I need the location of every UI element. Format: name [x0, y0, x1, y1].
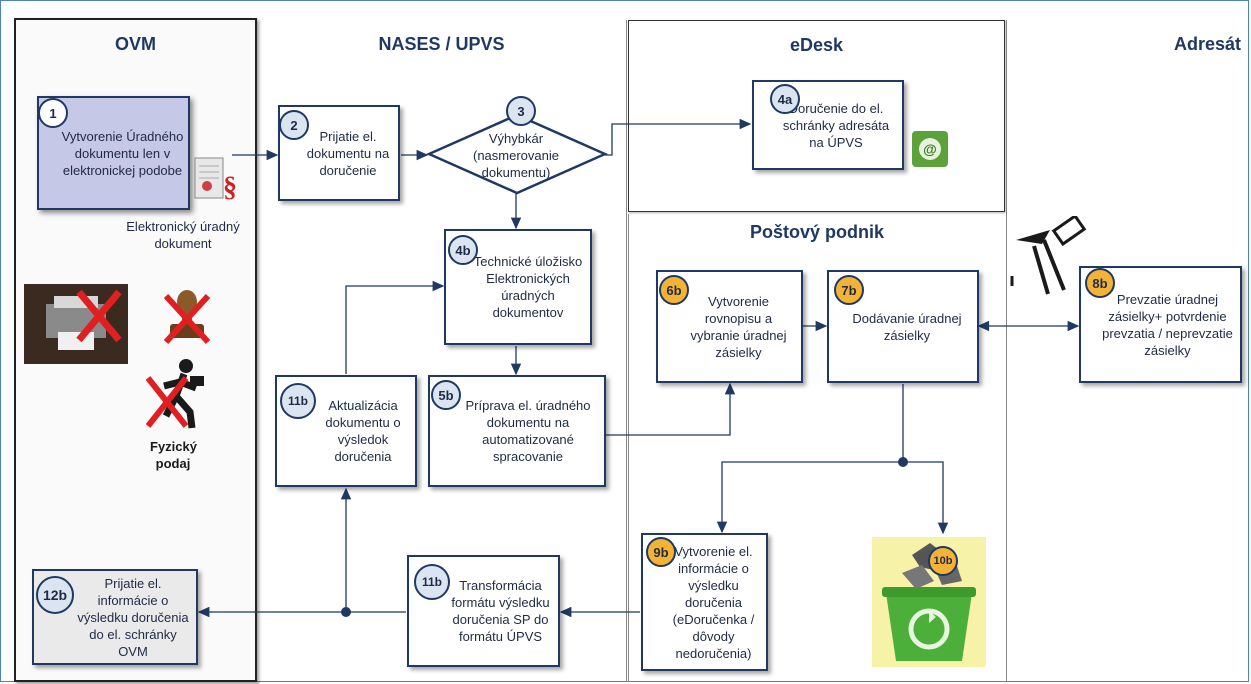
- printer-icon: [24, 284, 128, 364]
- lane-title-ovm: OVM: [114, 34, 156, 54]
- paragraph-symbol: §: [223, 172, 237, 203]
- step-12b-text: Prijatie el. informácie o výsledku doruč…: [77, 575, 189, 659]
- step-9b-badge: 9b: [646, 537, 676, 567]
- step-6b-text: Vytvorenie rovnopisu a vybranie úradnej …: [690, 293, 787, 360]
- step-6b-badge: 6b: [659, 275, 689, 305]
- step-1-text: Vytvorenie Úradného dokumentu len v elek…: [61, 128, 184, 178]
- physical-submission-label: Fyzický podaj: [150, 439, 197, 471]
- lane-title-edesk: eDesk: [789, 35, 844, 55]
- step-10b-badge: 10b: [928, 546, 958, 576]
- step-8b-badge: 8b: [1085, 268, 1115, 298]
- lane-title-adresat: Adresát: [1173, 34, 1241, 54]
- lane-title-postovy: Poštový podnik: [749, 222, 884, 242]
- electronic-doc-label: Elektronický úradný dokument: [126, 219, 240, 251]
- step-4b-text: Technické úložisko Elektronických úradný…: [473, 254, 583, 320]
- step-9b-text: Vytvorenie el. informácie o výsledku dor…: [672, 543, 755, 661]
- step-7b-text: Dodávanie úradnej zásielky: [852, 310, 962, 343]
- stamp-icon: [162, 286, 212, 346]
- runner-icon: [145, 356, 210, 432]
- lane-edesk: eDesk: [628, 20, 1005, 212]
- lane-nases: NASES / UPVS: [257, 20, 627, 682]
- mail-hand-icon: [1010, 213, 1088, 298]
- step-4a-text: Doručenie do el. schránky adresáta na ÚP…: [782, 100, 890, 150]
- step-2-badge: 2: [279, 110, 309, 140]
- step-11b-update-badge: 11b: [280, 383, 316, 419]
- step-2-box: Prijatie el. dokumentu na doručenie: [278, 105, 400, 201]
- step-5b-text: Príprava el. úradného dokumentu na autom…: [465, 398, 591, 464]
- edesk-icon: @: [912, 131, 948, 167]
- lane-adresat: Adresát: [1006, 20, 1249, 682]
- step-8b-text: Prevzatie úradnej zásielky+ potvrdenie p…: [1102, 291, 1233, 358]
- step-6b-box: Vytvorenie rovnopisu a vybranie úradnej …: [656, 270, 803, 383]
- step-4b-badge: 4b: [448, 235, 478, 265]
- step-8b-box: Prevzatie úradnej zásielky+ potvrdenie p…: [1079, 266, 1242, 383]
- step-11b-transform-text: Transformácia formátu výsledku doručenia…: [451, 578, 550, 644]
- step-3-diamond: [426, 113, 608, 195]
- lane-title-nases: NASES / UPVS: [378, 34, 505, 54]
- svg-text:@: @: [923, 141, 937, 157]
- step-11b-update-text: Aktualizácia dokumentu o výsledok doruče…: [325, 398, 401, 464]
- step-11b-transform-box: Transformácia formátu výsledku doručenia…: [407, 555, 560, 667]
- step-7b-badge: 7b: [834, 275, 864, 305]
- document-icon: §: [193, 156, 245, 206]
- step-1-badge: 1: [38, 98, 68, 128]
- step-3-text: Výhybkár (nasmerovanie dokumentu): [473, 131, 559, 180]
- step-4a-badge: 4a: [770, 84, 800, 114]
- step-3-badge: 3: [506, 96, 536, 126]
- step-5b-badge: 5b: [431, 380, 461, 410]
- step-2-text: Prijatie el. dokumentu na doručenie: [306, 128, 390, 178]
- step-11b-transform-badge: 11b: [414, 564, 450, 600]
- step-9b-box: Vytvorenie el. informácie o výsledku dor…: [641, 533, 768, 671]
- step-12b-badge: 12b: [36, 576, 74, 614]
- lane-postovy: Poštový podnik: [628, 214, 1005, 682]
